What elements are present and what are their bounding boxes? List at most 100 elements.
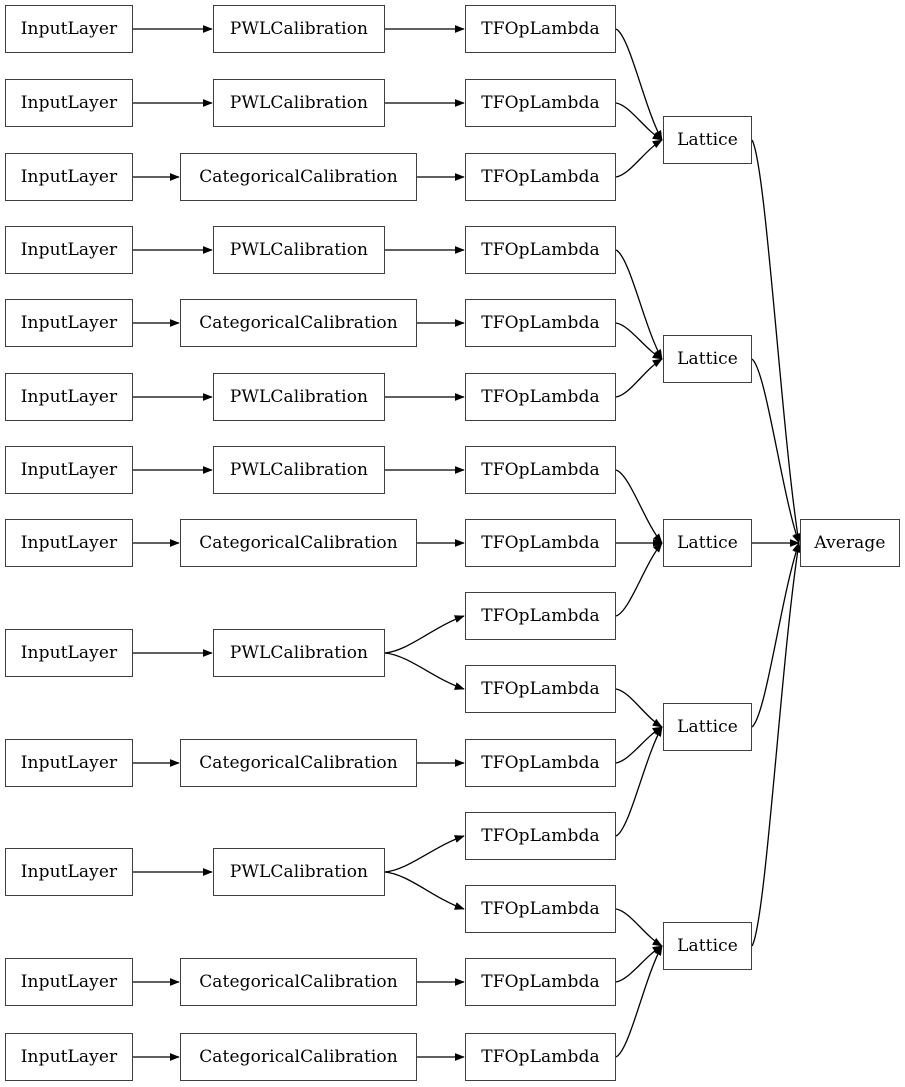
graph-node-c10: CategoricalCalibration — [180, 739, 417, 787]
graph-node-label: Lattice — [677, 533, 738, 553]
graph-node-label: CategoricalCalibration — [199, 1047, 398, 1067]
graph-node-label: TFOpLambda — [481, 899, 600, 919]
graph-edge-t15-to-L5 — [615, 945, 663, 1058]
graph-node-label: TFOpLambda — [481, 387, 600, 407]
graph-node-c12: CategoricalCalibration — [180, 958, 417, 1006]
graph-node-label: PWLCalibration — [229, 93, 369, 113]
graph-node-label: InputLayer — [20, 387, 118, 407]
graph-node-avg: Average — [800, 519, 900, 567]
graph-node-label: InputLayer — [20, 972, 118, 992]
graph-node-t15: TFOpLambda — [465, 1033, 616, 1081]
graph-node-t12: TFOpLambda — [465, 812, 616, 860]
graph-node-t10: TFOpLambda — [465, 665, 616, 713]
graph-node-t5: TFOpLambda — [465, 299, 616, 347]
graph-edge-t4-to-L2 — [615, 249, 663, 360]
graph-node-L2: Lattice — [663, 335, 752, 383]
graph-node-label: TFOpLambda — [481, 313, 600, 333]
graph-node-label: InputLayer — [20, 753, 118, 773]
graph-node-t6: TFOpLambda — [465, 373, 616, 421]
graph-node-label: Lattice — [677, 349, 738, 369]
graph-node-label: InputLayer — [20, 1047, 118, 1067]
graph-node-in9: InputLayer — [5, 629, 133, 677]
graph-node-t1: TFOpLambda — [465, 5, 616, 53]
graph-node-label: InputLayer — [20, 643, 118, 663]
graph-node-c2: PWLCalibration — [213, 79, 385, 127]
graph-node-label: TFOpLambda — [481, 1047, 600, 1067]
graph-node-label: Average — [814, 533, 886, 553]
graph-node-L4: Lattice — [663, 703, 752, 751]
graph-node-in12: InputLayer — [5, 958, 133, 1006]
graph-edge-t1-to-L1 — [615, 28, 663, 141]
graph-node-in7: InputLayer — [5, 446, 133, 494]
graph-node-t8: TFOpLambda — [465, 519, 616, 567]
graph-node-in8: InputLayer — [5, 519, 133, 567]
graph-node-label: PWLCalibration — [229, 460, 369, 480]
graph-node-label: PWLCalibration — [229, 643, 369, 663]
graph-node-t11: TFOpLambda — [465, 739, 616, 787]
graph-edge-c9-to-t10 — [384, 652, 465, 690]
graph-node-c7: PWLCalibration — [213, 446, 385, 494]
graph-edge-t9-to-L3 — [615, 542, 663, 617]
graph-edge-c9-to-t9 — [384, 615, 465, 654]
graph-node-label: Lattice — [677, 130, 738, 150]
graph-node-label: TFOpLambda — [481, 826, 600, 846]
graph-node-label: TFOpLambda — [481, 972, 600, 992]
graph-edge-c11-to-t13 — [384, 871, 465, 910]
graph-node-label: InputLayer — [20, 313, 118, 333]
graph-edge-t13-to-L5 — [615, 908, 663, 947]
graph-node-label: TFOpLambda — [481, 679, 600, 699]
graph-node-label: InputLayer — [20, 460, 118, 480]
graph-node-in5: InputLayer — [5, 299, 133, 347]
graph-node-in4: InputLayer — [5, 226, 133, 274]
graph-node-in11: InputLayer — [5, 848, 133, 896]
graph-node-c9: PWLCalibration — [213, 629, 385, 677]
graph-node-in10: InputLayer — [5, 739, 133, 787]
graph-node-c11: PWLCalibration — [213, 848, 385, 896]
graph-node-t7: TFOpLambda — [465, 446, 616, 494]
graph-node-label: InputLayer — [20, 240, 118, 260]
graph-edge-t3-to-L1 — [615, 139, 663, 178]
graph-node-label: TFOpLambda — [481, 533, 600, 553]
graph-node-label: InputLayer — [20, 533, 118, 553]
graph-node-label: Lattice — [677, 717, 738, 737]
graph-edge-L1-to-avg — [751, 139, 802, 544]
graph-edge-L4-to-avg — [751, 542, 800, 728]
graph-node-label: PWLCalibration — [229, 19, 369, 39]
graph-node-label: CategoricalCalibration — [199, 533, 398, 553]
graph-node-t3: TFOpLambda — [465, 153, 616, 201]
graph-node-in13: InputLayer — [5, 1033, 133, 1081]
graph-edge-L5-to-avg — [751, 542, 802, 947]
graph-node-c1: PWLCalibration — [213, 5, 385, 53]
graph-edge-c11-to-t12 — [384, 835, 465, 873]
graph-edge-t7-to-L3 — [615, 469, 663, 544]
graph-node-label: TFOpLambda — [481, 240, 600, 260]
graph-node-label: InputLayer — [20, 167, 118, 187]
graph-node-label: TFOpLambda — [481, 460, 600, 480]
graph-node-c6: PWLCalibration — [213, 373, 385, 421]
graph-node-label: TFOpLambda — [481, 167, 600, 187]
graph-edge-t2-to-L1 — [615, 102, 663, 141]
graph-edge-t10-to-L4 — [615, 688, 663, 728]
graph-node-label: PWLCalibration — [229, 862, 369, 882]
graph-node-c5: CategoricalCalibration — [180, 299, 417, 347]
graph-node-t14: TFOpLambda — [465, 958, 616, 1006]
graph-node-label: CategoricalCalibration — [199, 167, 398, 187]
graph-node-label: TFOpLambda — [481, 93, 600, 113]
graph-edge-t12-to-L4 — [615, 726, 663, 837]
graph-node-t9: TFOpLambda — [465, 592, 616, 640]
graph-node-in3: InputLayer — [5, 153, 133, 201]
graph-node-in1: InputLayer — [5, 5, 133, 53]
graph-node-label: InputLayer — [20, 862, 118, 882]
graph-node-label: TFOpLambda — [481, 606, 600, 626]
graph-node-c8: CategoricalCalibration — [180, 519, 417, 567]
graph-node-in6: InputLayer — [5, 373, 133, 421]
graph-node-c3: CategoricalCalibration — [180, 153, 417, 201]
graph-node-label: CategoricalCalibration — [199, 753, 398, 773]
graph-node-L3: Lattice — [663, 519, 752, 567]
graph-node-label: PWLCalibration — [229, 387, 369, 407]
graph-node-in2: InputLayer — [5, 79, 133, 127]
graph-edge-t5-to-L2 — [615, 322, 663, 360]
graph-node-label: InputLayer — [20, 19, 118, 39]
